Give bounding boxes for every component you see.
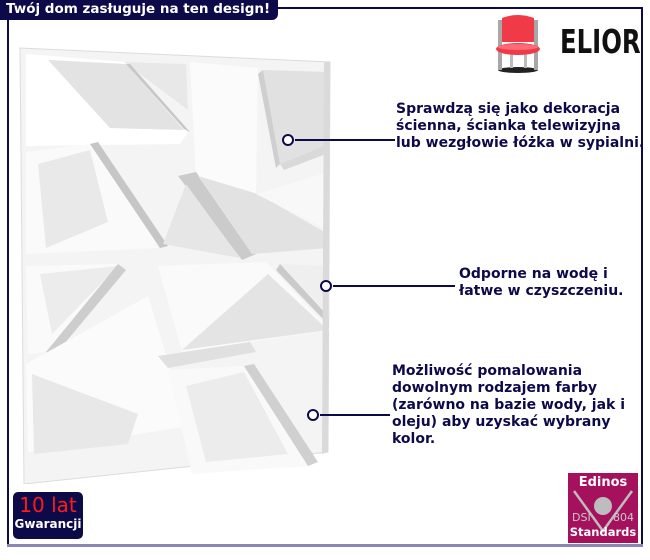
edinos-brand: Edinos (578, 475, 628, 490)
wall-panel-image (18, 34, 332, 484)
callout-leader-1 (295, 139, 395, 141)
frame-bottom-border (7, 544, 643, 547)
callout-marker-3 (307, 409, 319, 421)
edinos-standards-label: Standards (569, 525, 637, 539)
edinos-v-emblem-icon (572, 490, 634, 534)
callout-paintable: Możliwość pomalowania dowolnym rodzajem … (392, 363, 626, 447)
callout-decoration: Sprawdzą się jako dekoracja ścienna, ści… (396, 101, 645, 151)
brand-name: ELIOR (560, 22, 641, 61)
frame-top-border (272, 7, 643, 9)
callout-marker-1 (282, 134, 294, 146)
callout-marker-2 (320, 280, 332, 292)
callout-leader-2 (333, 285, 455, 287)
edinos-number: 804 (613, 511, 634, 524)
warranty-label: Gwarancji (14, 517, 82, 531)
headline-banner: Twój dom zasługuje na ten design! (0, 0, 279, 20)
warranty-years: 10 lat (19, 493, 77, 517)
elior-logo[interactable] (490, 12, 640, 73)
warranty-badge: 10 lat Gwarancji (13, 492, 83, 539)
edinos-standards-badge: Edinos DSI 804 Standards (568, 473, 638, 543)
frame-right-border (641, 7, 643, 546)
edinos-dsi: DSI (572, 511, 591, 524)
frame-left-border (7, 20, 9, 546)
red-chair-icon (496, 15, 540, 73)
callout-water-resistant: Odporne na wodę i łatwe w czyszczeniu. (459, 266, 624, 299)
callout-leader-3 (320, 414, 390, 416)
